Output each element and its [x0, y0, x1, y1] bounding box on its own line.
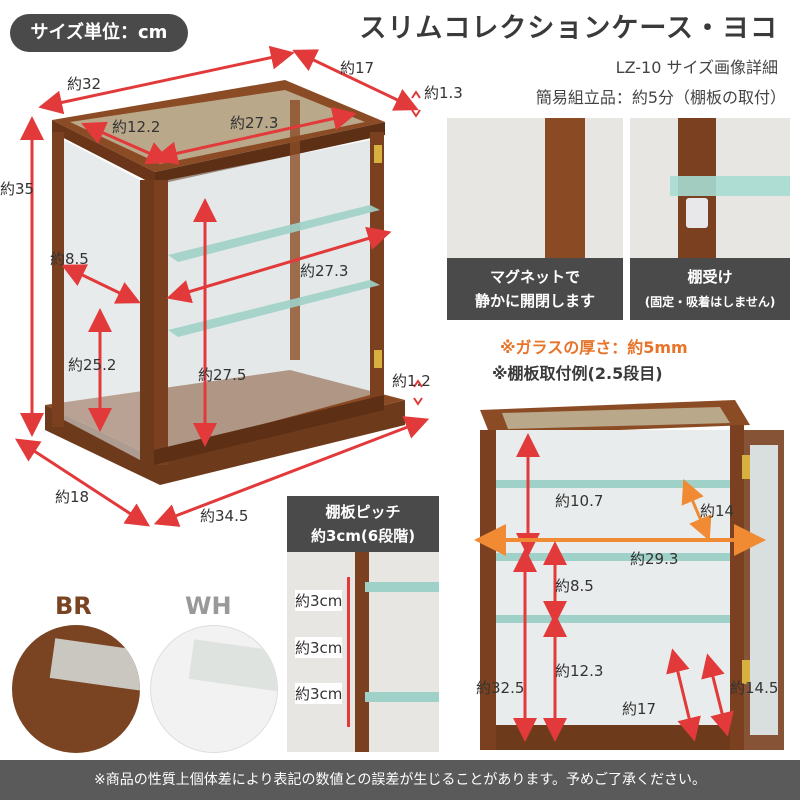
dim-top-inner-depth: 約12.2 [112, 118, 161, 136]
example-shelf-3 [496, 615, 730, 623]
dim-lower-gap: 約12.3 [555, 662, 604, 680]
dim-side-glass: 約8.5 [50, 250, 89, 268]
dim-height: 約35 [0, 180, 35, 198]
dim-top-thickness: 約1.3 [424, 84, 463, 102]
dim-shelf-width: 約27.3 [300, 262, 349, 280]
main-product-diagram [14, 45, 430, 527]
dim-middle-gap: 約8.5 [555, 577, 594, 595]
shelf-support-caption: 棚受け [687, 268, 733, 286]
dim-inner-width: 約29.3 [630, 550, 679, 568]
pitch-mark-3: 約3cm [295, 683, 343, 704]
dim-inner-height-front: 約27.5 [198, 366, 247, 384]
model-subtitle: LZ-10 サイズ画像詳細 [615, 58, 778, 77]
color-label-wh: WH [185, 592, 232, 620]
dim-upper-gap: 約10.7 [555, 492, 604, 510]
assembly-subtitle: 簡易組立品：約5分（棚板の取付） [535, 88, 786, 107]
dim-base-width: 約34.5 [200, 507, 249, 525]
pitch-title: 棚板ピッチ [325, 503, 401, 521]
shelf-example-note: ※棚板取付例(2.5段目) [492, 364, 663, 383]
dim-base-depth: 約18 [55, 488, 90, 506]
magnet-caption: マグネットで 静かに開閉します [447, 258, 623, 320]
unit-badge: サイズ単位：cm [10, 14, 188, 52]
swatch-white [150, 625, 278, 753]
dim-total-inner-height: 約32.5 [476, 679, 525, 697]
dim-floor-depth: 約17 [622, 700, 657, 718]
shelf-support-photo: 棚受け (固定・吸着はしません) [630, 118, 790, 320]
dim-base-thickness: 約1.2 [392, 372, 431, 390]
shelf-support-caption-note: (固定・吸着はしません) [644, 295, 776, 309]
shelf-pitch-box: 棚板ピッチ 約3cm(6段階) [287, 496, 439, 552]
pitch-mark-2: 約3cm [295, 637, 343, 658]
dim-depth-top: 約17 [340, 59, 375, 77]
example-shelf-2 [496, 553, 730, 561]
pitch-mark-1: 約3cm [295, 590, 343, 611]
shelf-support-caption-box: 棚受け (固定・吸着はしません) [630, 258, 790, 320]
disclaimer-footer: ※商品の性質上個体差により表記の数値との誤差が生じることがあります。予めご了承く… [0, 760, 800, 800]
glass-thickness-note: ※ガラスの厚さ：約5mm [500, 338, 688, 357]
magnet-photo: マグネットで 静かに開閉します [447, 118, 623, 320]
dim-door-width: 約14.5 [730, 679, 779, 697]
pitch-value: 約3cm(6段階) [310, 527, 416, 545]
dim-door-depth: 約14 [700, 502, 735, 520]
swatch-brown [12, 625, 140, 753]
shelf-example-diagram [474, 400, 784, 750]
color-label-br: BR [55, 592, 92, 620]
example-shelf-1 [496, 480, 730, 488]
dim-inner-height-side: 約25.2 [68, 356, 117, 374]
dim-width: 約32 [67, 75, 102, 93]
page-title: スリムコレクションケース・ヨコ [359, 13, 778, 44]
dim-top-inner-width: 約27.3 [230, 114, 279, 132]
